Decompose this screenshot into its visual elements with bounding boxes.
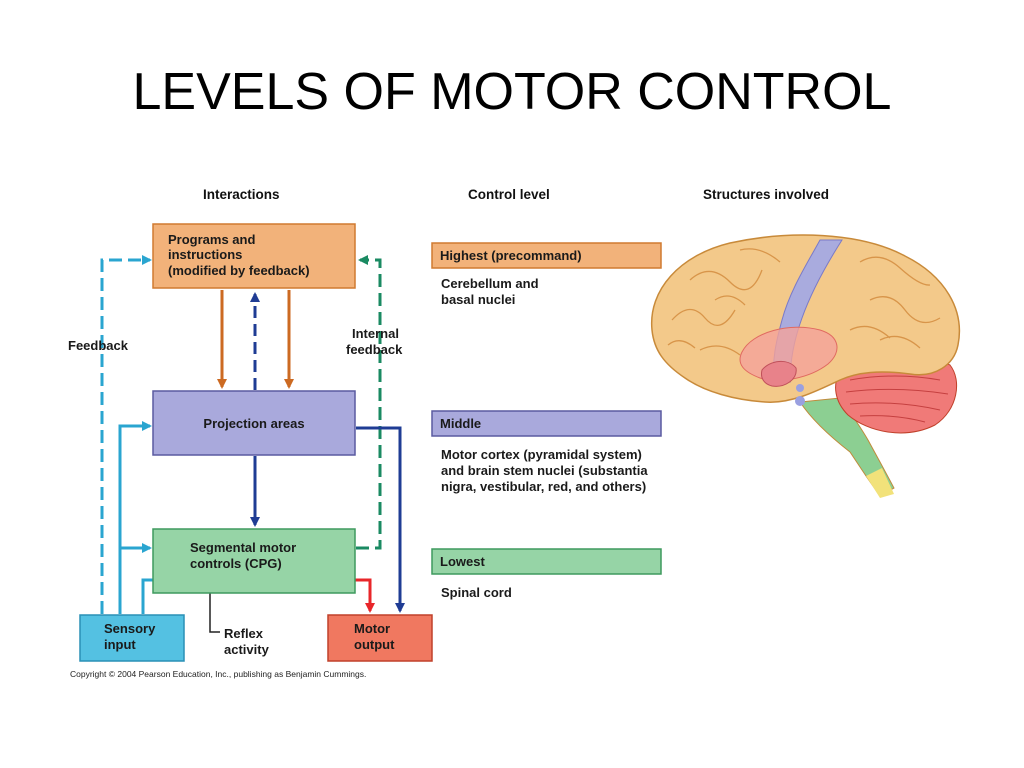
- sensory-box: Sensory input: [79, 614, 185, 662]
- level-highest-structure-1: Cerebellum and: [441, 276, 539, 291]
- projection-box: Projection areas: [152, 390, 356, 456]
- sensory-line-1: Sensory: [104, 621, 156, 636]
- feedback-arrow: [100, 255, 152, 614]
- sensory-to-projection-arrow: [118, 421, 152, 614]
- reflex-leader-line: [209, 582, 220, 633]
- reflex-line-2: activity: [224, 642, 270, 657]
- level-middle-structure-3: nigra, vestibular, red, and others): [441, 479, 646, 494]
- segmental-line-1: Segmental motor: [190, 540, 296, 555]
- slide-title: LEVELS OF MOTOR CONTROL: [132, 63, 892, 121]
- programs-line-3: (modified by feedback): [168, 263, 310, 278]
- level-lowest-structure-1: Spinal cord: [441, 585, 512, 600]
- motor-line-1: Motor: [354, 621, 390, 636]
- level-lowest: Lowest Spinal cord: [431, 548, 662, 600]
- level-highest-name: Highest (precommand): [440, 248, 582, 263]
- motor-line-2: output: [354, 637, 395, 652]
- reflex-line-1: Reflex: [224, 626, 264, 641]
- level-lowest-name: Lowest: [440, 554, 485, 569]
- header-interactions: Interactions: [203, 187, 280, 202]
- sensory-line-2: input: [104, 637, 136, 652]
- level-middle: Middle Motor cortex (pyramidal system) a…: [431, 410, 662, 494]
- programs-box: Programs and instructions (modified by f…: [152, 223, 356, 289]
- header-structures: Structures involved: [703, 187, 829, 202]
- internal-feedback-line-2: feedback: [346, 342, 403, 357]
- programs-line-2: instructions: [168, 247, 242, 262]
- level-middle-name: Middle: [440, 416, 481, 431]
- projection-to-motor-arrow: [356, 426, 405, 613]
- header-control-level: Control level: [468, 187, 550, 202]
- level-highest: Highest (precommand) Cerebellum and basa…: [431, 242, 662, 307]
- feedback-label: Feedback: [68, 338, 129, 353]
- level-middle-structure-2: and brain stem nuclei (substantia: [441, 463, 648, 478]
- brain-illustration: [650, 234, 960, 498]
- internal-feedback-arrow: [356, 255, 382, 550]
- copyright-text: Copyright © 2004 Pearson Education, Inc.…: [70, 669, 366, 679]
- level-highest-structure-2: basal nuclei: [441, 292, 515, 307]
- motor-box: Motor output: [327, 614, 433, 662]
- level-middle-structure-1: Motor cortex (pyramidal system): [441, 447, 642, 462]
- projection-label: Projection areas: [203, 416, 304, 431]
- internal-feedback-line-1: Internal: [352, 326, 399, 341]
- segmental-box: Segmental motor controls (CPG): [152, 528, 356, 594]
- programs-line-1: Programs and: [168, 232, 255, 247]
- segmental-line-2: controls (CPG): [190, 556, 282, 571]
